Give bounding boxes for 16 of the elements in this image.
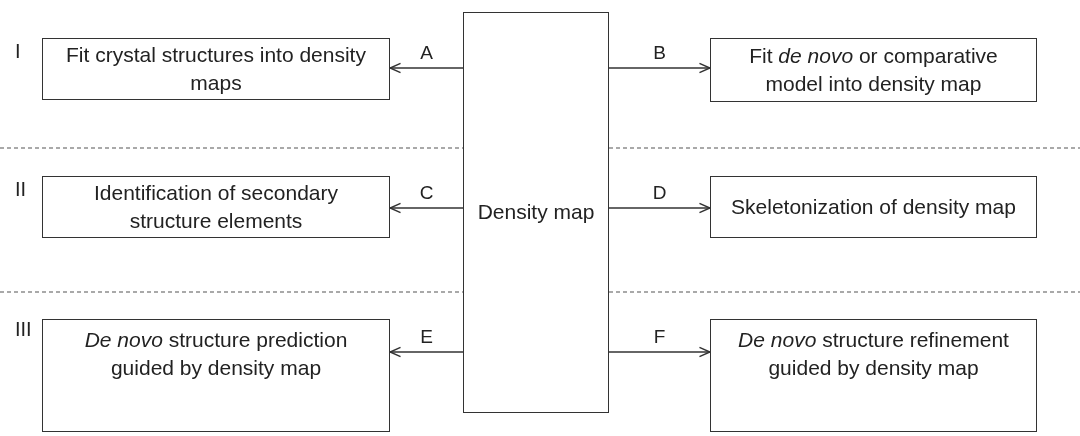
row-numeral: III xyxy=(15,318,32,341)
process-box: Identification of secondary structure elements xyxy=(42,176,390,238)
process-box: De novo structure refinement guided by density map xyxy=(710,319,1037,432)
process-box: De novo structure prediction guided by density map xyxy=(42,319,390,432)
row-numeral: II xyxy=(15,178,27,201)
process-box: Fit de novo or comparative model into density map xyxy=(710,38,1037,102)
process-box: Skeletonization of density map xyxy=(710,176,1037,238)
row-numeral: I xyxy=(15,40,21,63)
arrow xyxy=(389,202,464,214)
arrow xyxy=(608,202,711,214)
arrow xyxy=(389,346,464,358)
arrow xyxy=(608,62,711,74)
arrow xyxy=(389,62,464,74)
central-box: Density map xyxy=(463,12,609,413)
arrow xyxy=(608,346,711,358)
process-box: Fit crystal structures into density maps xyxy=(42,38,390,100)
